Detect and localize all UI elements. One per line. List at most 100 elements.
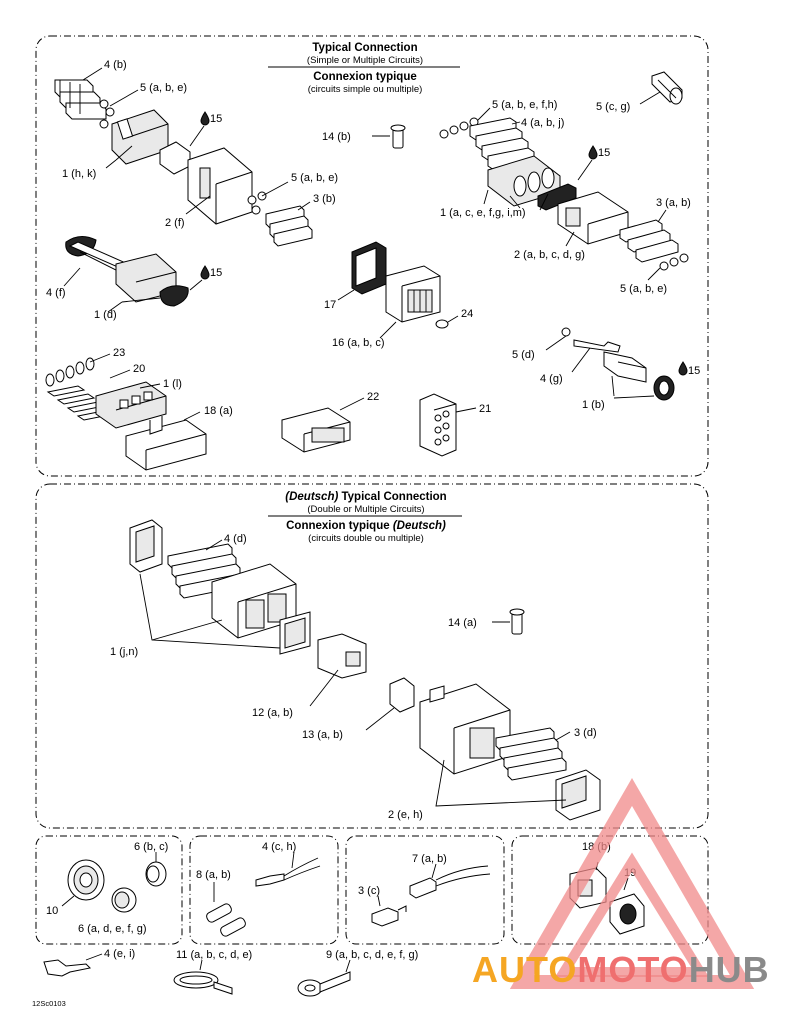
watermark-hub: HUB [689,949,770,990]
terminal-3c [371,905,407,927]
panel-small-parts-1 [35,835,183,945]
housing-1d [115,253,189,307]
terminal-4ei [43,959,92,977]
callout-8ab: 8 (a, b) [196,869,231,881]
callout-4f: 4 (f) [46,287,66,299]
grommet-10 [67,859,105,901]
housing-1jn [211,563,297,639]
sealant-15-a: 15 [200,111,222,126]
top-title-fr: Connexion typique [313,71,417,83]
wedge-13ab [389,677,415,713]
terminals-3ab [619,219,679,263]
callout-1jn: 1 (j,n) [110,646,138,658]
callout-5abe-b: 5 (a, b, e) [291,172,338,184]
callout-15-a: 15 [210,113,222,125]
seal-5d [561,327,571,337]
callout-2eh: 2 (e, h) [388,809,423,821]
callout-16abc: 16 (a, b, c) [332,337,385,349]
watermark-logo: AUTOMOTOHUB [472,778,770,990]
seals-23 [45,357,95,387]
block-22 [281,407,351,453]
panel-small-parts-2 [189,835,339,945]
callout-4g: 4 (g) [540,373,563,385]
pin-14b [390,124,406,149]
top-title-en: Typical Connection [312,42,417,54]
callout-5d: 5 (d) [512,349,535,361]
callout-4b: 4 (b) [104,59,127,71]
callout-1l: 1 (l) [163,378,182,390]
housing-1acefgim [487,155,577,211]
callout-21: 21 [479,403,491,415]
deutsch-subtitle-en: (Double or Multiple Circuits) [307,504,424,515]
terminal-4g [573,339,647,383]
sealant-15-c: 15 [588,145,610,160]
drawing-number: 12Sc0103 [32,999,66,1008]
watermark-inner-triangle [555,852,709,977]
callout-14a: 14 (a) [448,617,477,629]
pin-14a [509,608,525,635]
connector-7ab [409,865,491,899]
watermark-text: AUTOMOTOHUB [472,949,770,990]
housing-1b [653,375,675,401]
droplet-icon [200,265,210,280]
callout-9abcdefg: 9 (a, b, c, d, e, f, g) [326,949,418,961]
housing-18a [125,416,207,471]
top-subtitle-en: (Simple or Multiple Circuits) [307,55,423,66]
terminals-3b [265,205,313,247]
plug-5cg [651,71,683,105]
callout-1acefgim: 1 (a, c, e, f,g, i,m) [440,207,526,219]
callout-10: 10 [46,905,58,917]
watermark-auto: AUTO [472,949,577,990]
callout-18a: 18 (a) [204,405,233,417]
terminals-3d [495,727,567,781]
deutsch-subtitle-fr: (circuits double ou multiple) [308,533,424,544]
callout-5abe-a: 5 (a, b, e) [140,82,187,94]
deutsch-title-en: (Deutsch) Typical Connection [285,491,446,503]
callout-20: 20 [133,363,145,375]
watermark-moto: MOTO [577,949,688,990]
housing-16abc [385,265,441,323]
callout-15-c: 15 [598,147,610,159]
panel-typical-connection [35,35,709,477]
callout-3ab: 3 (a, b) [656,197,691,209]
top-subtitle-fr: (circuits simple ou multiple) [308,84,423,95]
plug-6adefg [111,887,137,913]
droplet-icon [588,145,598,160]
plug-6bc [145,861,167,887]
top-panel-title-block: Typical Connection (Simple or Multiple C… [268,42,460,95]
callout-4d: 4 (d) [224,533,247,545]
callout-15-b: 15 [210,267,222,279]
callout-17: 17 [324,299,336,311]
callout-1hk: 1 (h, k) [62,168,96,180]
housing-19 [609,893,645,935]
callout-7ab: 7 (a, b) [412,853,447,865]
housing-2f [187,147,253,225]
callout-12ab: 12 (a, b) [252,707,293,719]
seal-deutsch-right [555,769,601,821]
watermark-triangle [509,778,755,989]
housing-1l [95,381,167,429]
callout-24: 24 [461,308,473,320]
terminals-4b [54,79,107,120]
seal-17 [351,241,387,295]
plug-24 [435,319,449,329]
callout-15-d: 15 [688,365,700,377]
callout-14b: 14 (b) [322,131,351,143]
callout-22: 22 [367,391,379,403]
callout-3d: 3 (d) [574,727,597,739]
seals-5abe-a [99,99,115,129]
callout-11abcde: 11 (a, b, c, d, e) [176,949,252,961]
callout-5cg: 5 (c, g) [596,101,630,113]
cable-tie-11abcde [173,971,233,995]
panel-small-parts-3 [345,835,505,945]
callout-3b: 3 (b) [313,193,336,205]
panel-deutsch-connection [35,483,709,829]
callout-4ch: 4 (c, h) [262,841,296,853]
seals-5abe-c [659,253,689,271]
callout-2abcdg: 2 (a, b, c, d, g) [514,249,585,261]
droplet-icon [200,111,210,126]
callout-13ab: 13 (a, b) [302,729,343,741]
wedge-12ab [317,633,367,679]
callout-1d: 1 (d) [94,309,117,321]
